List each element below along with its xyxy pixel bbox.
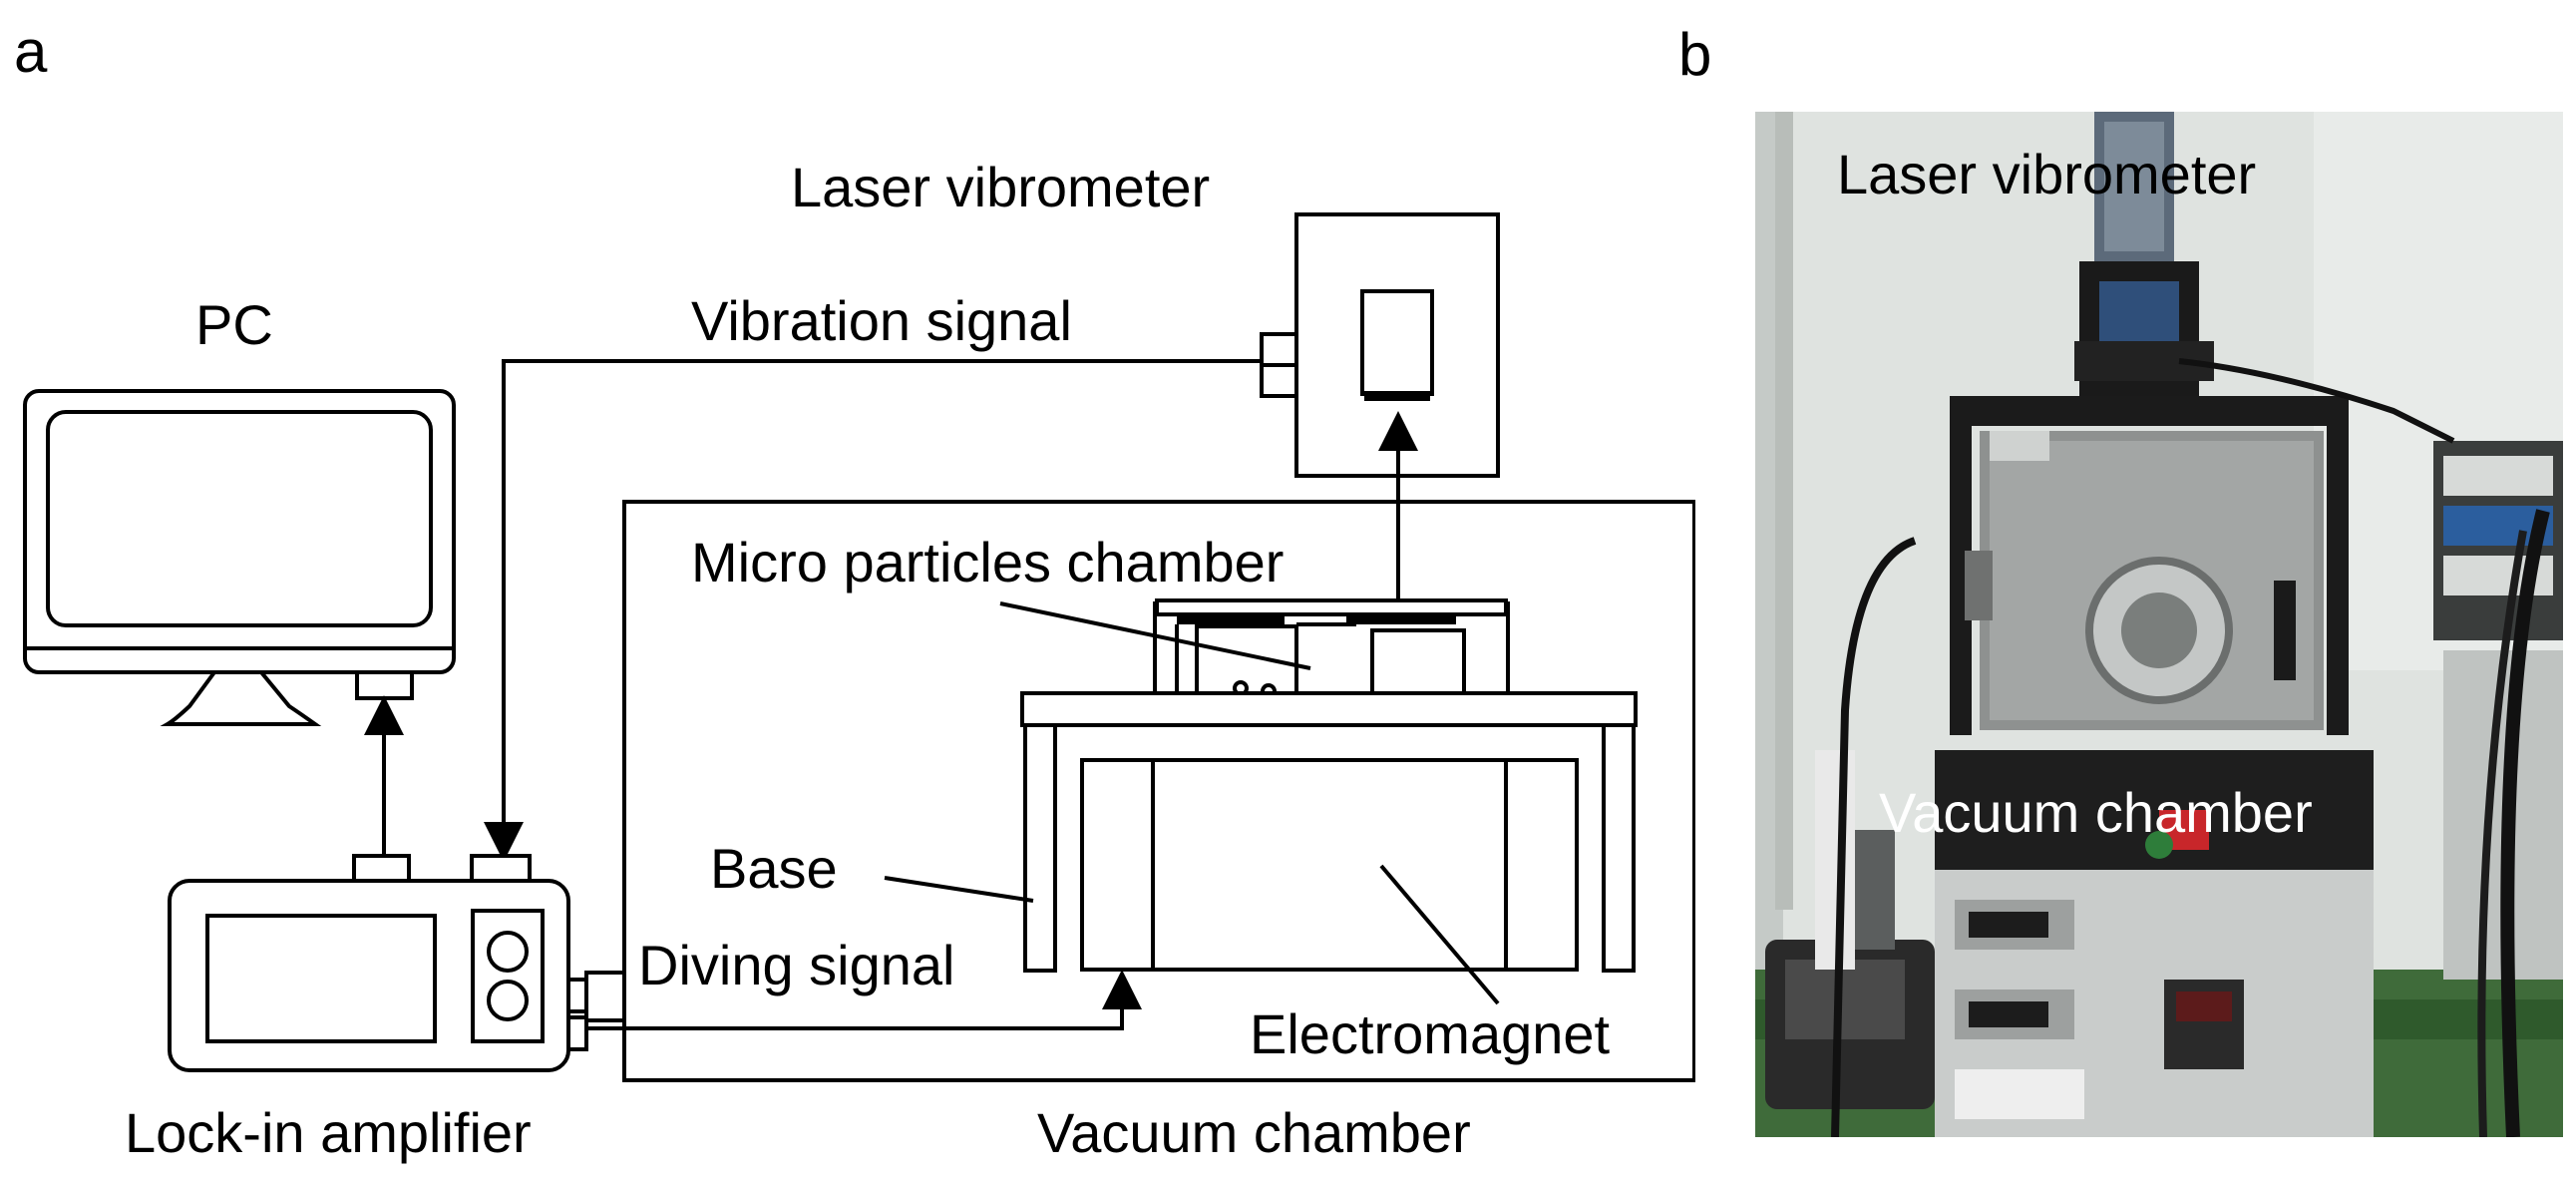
electromagnet-label: Electromagnet <box>1250 1002 1611 1065</box>
panel-a-label: a <box>14 18 48 85</box>
photo-laser-vibrometer-label: Laser vibrometer <box>1837 143 2256 205</box>
vacuum-chamber-outline <box>622 500 1695 1082</box>
base-label: Base <box>710 837 838 900</box>
vacuum-chamber-unit <box>1950 396 2349 735</box>
laser-vibrometer <box>1260 212 1500 478</box>
lab-photo: Laser vibrometer Vacuum chamber <box>1755 112 2563 1137</box>
base-pointer <box>884 876 1034 903</box>
base <box>1020 691 1638 973</box>
laser-vibrometer-label: Laser vibrometer <box>791 156 1210 218</box>
pc-monitor <box>23 389 456 726</box>
panel-b-label: b <box>1678 21 1712 88</box>
cable-right <box>2178 358 2455 444</box>
micro-particles-pointer <box>999 601 1311 670</box>
pc-label: PC <box>195 293 273 356</box>
driving-signal-wire <box>586 970 1142 1030</box>
cable-left <box>1831 537 1917 1137</box>
vibration-signal-wire <box>484 359 1262 862</box>
driving-signal-label: Diving signal <box>638 934 955 996</box>
electromagnet-pointer <box>1379 864 1500 1005</box>
schematic-panel: a PC Laser vibrometer Vibration signal V… <box>14 18 1695 1164</box>
photo-vacuum-chamber-label: Vacuum chamber <box>1879 781 2313 844</box>
lock-in-amplifier <box>168 854 626 1072</box>
micro-particles-chamber-label: Micro particles chamber <box>691 531 1284 594</box>
vibration-signal-label: Vibration signal <box>691 289 1072 352</box>
lock-in-amplifier-label: Lock-in amplifier <box>125 1101 532 1164</box>
laser-vibrometer-head <box>2074 112 2214 411</box>
electromagnet <box>1080 758 1579 972</box>
controller-console <box>1935 750 2374 1137</box>
vacuum-chamber-label: Vacuum chamber <box>1037 1101 1471 1164</box>
